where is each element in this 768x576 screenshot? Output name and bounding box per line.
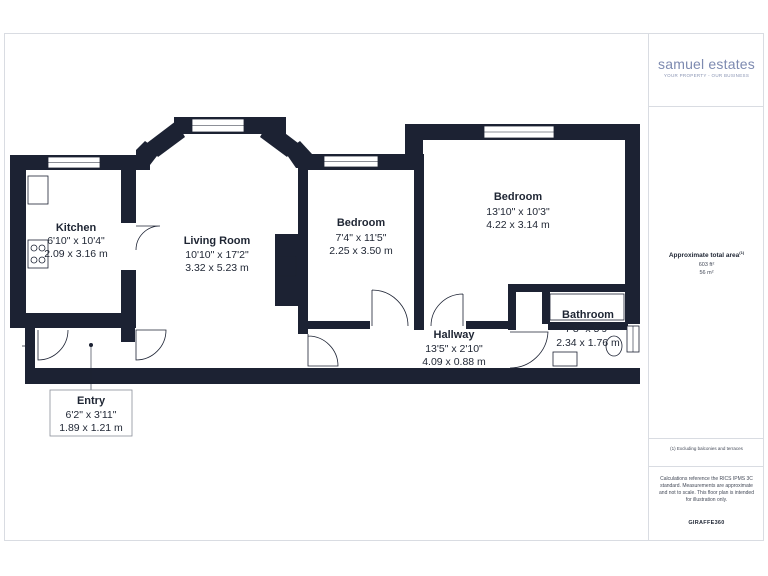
- kitchen-sink: [27, 175, 49, 205]
- wall-bedroom-small-bottom: [308, 321, 370, 329]
- doors: [37, 225, 549, 369]
- hallway-name: Hallway: [434, 329, 476, 341]
- door-hallway-living: [307, 334, 339, 367]
- kitchen-imperial: 6'10" x 10'4": [47, 235, 105, 247]
- hallway-metric: 4.09 x 0.88 m: [422, 356, 486, 368]
- wall-bay-left: [136, 141, 160, 165]
- living-room-name: Living Room: [184, 235, 251, 247]
- wall-kitchen-living-upper: [121, 165, 136, 223]
- logo-tagline: YOUR PROPERTY - OUR BUSINESS: [663, 73, 750, 78]
- entry-metric: 1.89 x 1.21 m: [59, 422, 123, 434]
- logo-text: samuel estates: [658, 56, 755, 72]
- room-labels: Kitchen 6'10" x 10'4" 2.09 x 3.16 m Livi…: [44, 191, 620, 434]
- bathroom-metric: 2.34 x 1.76 m: [556, 337, 620, 349]
- door-bedroom-large: [430, 293, 464, 327]
- sidebar-divider: [649, 106, 764, 107]
- area-footnote-marker: (1): [739, 250, 745, 255]
- area-label: Approximate total area(1): [649, 250, 764, 259]
- hallway-imperial: 13'5" x 2'10": [425, 343, 483, 355]
- wall-bathroom-mid: [542, 284, 550, 324]
- bathroom-name: Bathroom: [562, 309, 614, 321]
- area-sqm: 56 m²: [699, 270, 714, 277]
- wall-bay-right-diag: [260, 121, 298, 157]
- wall-kitchen-living-lower: [121, 270, 136, 328]
- measurement-disclaimer: Calculations reference the RICS IPMS 3C …: [659, 476, 754, 503]
- kitchen-hob: [27, 239, 49, 269]
- info-sidebar: samuel estates YOUR PROPERTY - OUR BUSIN…: [648, 34, 764, 540]
- area-label-text: Approximate total area: [668, 252, 740, 260]
- wall-bottom-kitchen: [10, 313, 135, 328]
- windows: [47, 118, 640, 353]
- brand-logo: samuel estates YOUR PROPERTY - OUR BUSIN…: [649, 56, 764, 78]
- bedroom-small-metric: 2.25 x 3.50 m: [329, 245, 393, 257]
- fireplace: [277, 255, 297, 277]
- wall-bottom: [25, 368, 640, 384]
- sidebar-divider: [649, 438, 764, 439]
- wall-bathroom-left: [508, 284, 516, 330]
- living-room-imperial: 10'10" x 17'2": [185, 249, 249, 261]
- bathtub: [549, 293, 625, 321]
- entry-name: Entry: [77, 395, 106, 407]
- bedroom-large-imperial: 13'10" x 10'3": [486, 206, 550, 218]
- kitchen-metric: 2.09 x 3.16 m: [44, 248, 108, 260]
- door-entry: [37, 329, 69, 361]
- toilet: [605, 335, 623, 357]
- entry-label-box: [49, 389, 133, 437]
- door-kitchen: [135, 225, 161, 251]
- wall-living-bedroom: [298, 154, 308, 334]
- entrance-arrow: [22, 340, 35, 352]
- wall-bathroom-bottom: [548, 322, 628, 330]
- bedroom-small-imperial: 7'4" x 11'5": [336, 232, 387, 244]
- total-area: Approximate total area(1) 603 ft² 56 m²: [649, 250, 764, 276]
- door-living-room: [135, 329, 167, 361]
- wall-left-kitchen: [10, 155, 26, 327]
- software-brand: GIRAFFE360: [688, 520, 725, 526]
- living-room-metric: 3.32 x 5.23 m: [185, 262, 249, 274]
- bathroom-imperial: 7'8" x 5'9": [565, 323, 611, 335]
- wall-entry-left: [25, 328, 35, 384]
- wall-bedroom-large-bottom: [466, 321, 510, 329]
- bedroom-large-name: Bedroom: [494, 191, 543, 203]
- area-sqft: 603 ft²: [698, 262, 715, 269]
- bedroom-small-name: Bedroom: [337, 217, 386, 229]
- wall-bathroom-top: [548, 284, 628, 292]
- door-bedroom-small: [371, 289, 409, 327]
- entry-imperial: 6'2" x 3'11": [66, 409, 117, 421]
- wall-entry-partition: [121, 328, 135, 342]
- wall-right: [625, 124, 640, 324]
- door-bathroom: [509, 331, 549, 369]
- bathroom-sink: [552, 351, 578, 367]
- bedroom-large-metric: 4.22 x 3.14 m: [486, 219, 550, 231]
- sidebar-divider: [649, 466, 764, 467]
- wall-bedroom-small-right: [414, 154, 424, 330]
- kitchen-name: Kitchen: [56, 222, 97, 234]
- wall-bathroom-top-left: [508, 284, 548, 292]
- fixtures: [22, 175, 625, 390]
- area-footnote: (1) Excluding balconies and terraces: [670, 446, 743, 451]
